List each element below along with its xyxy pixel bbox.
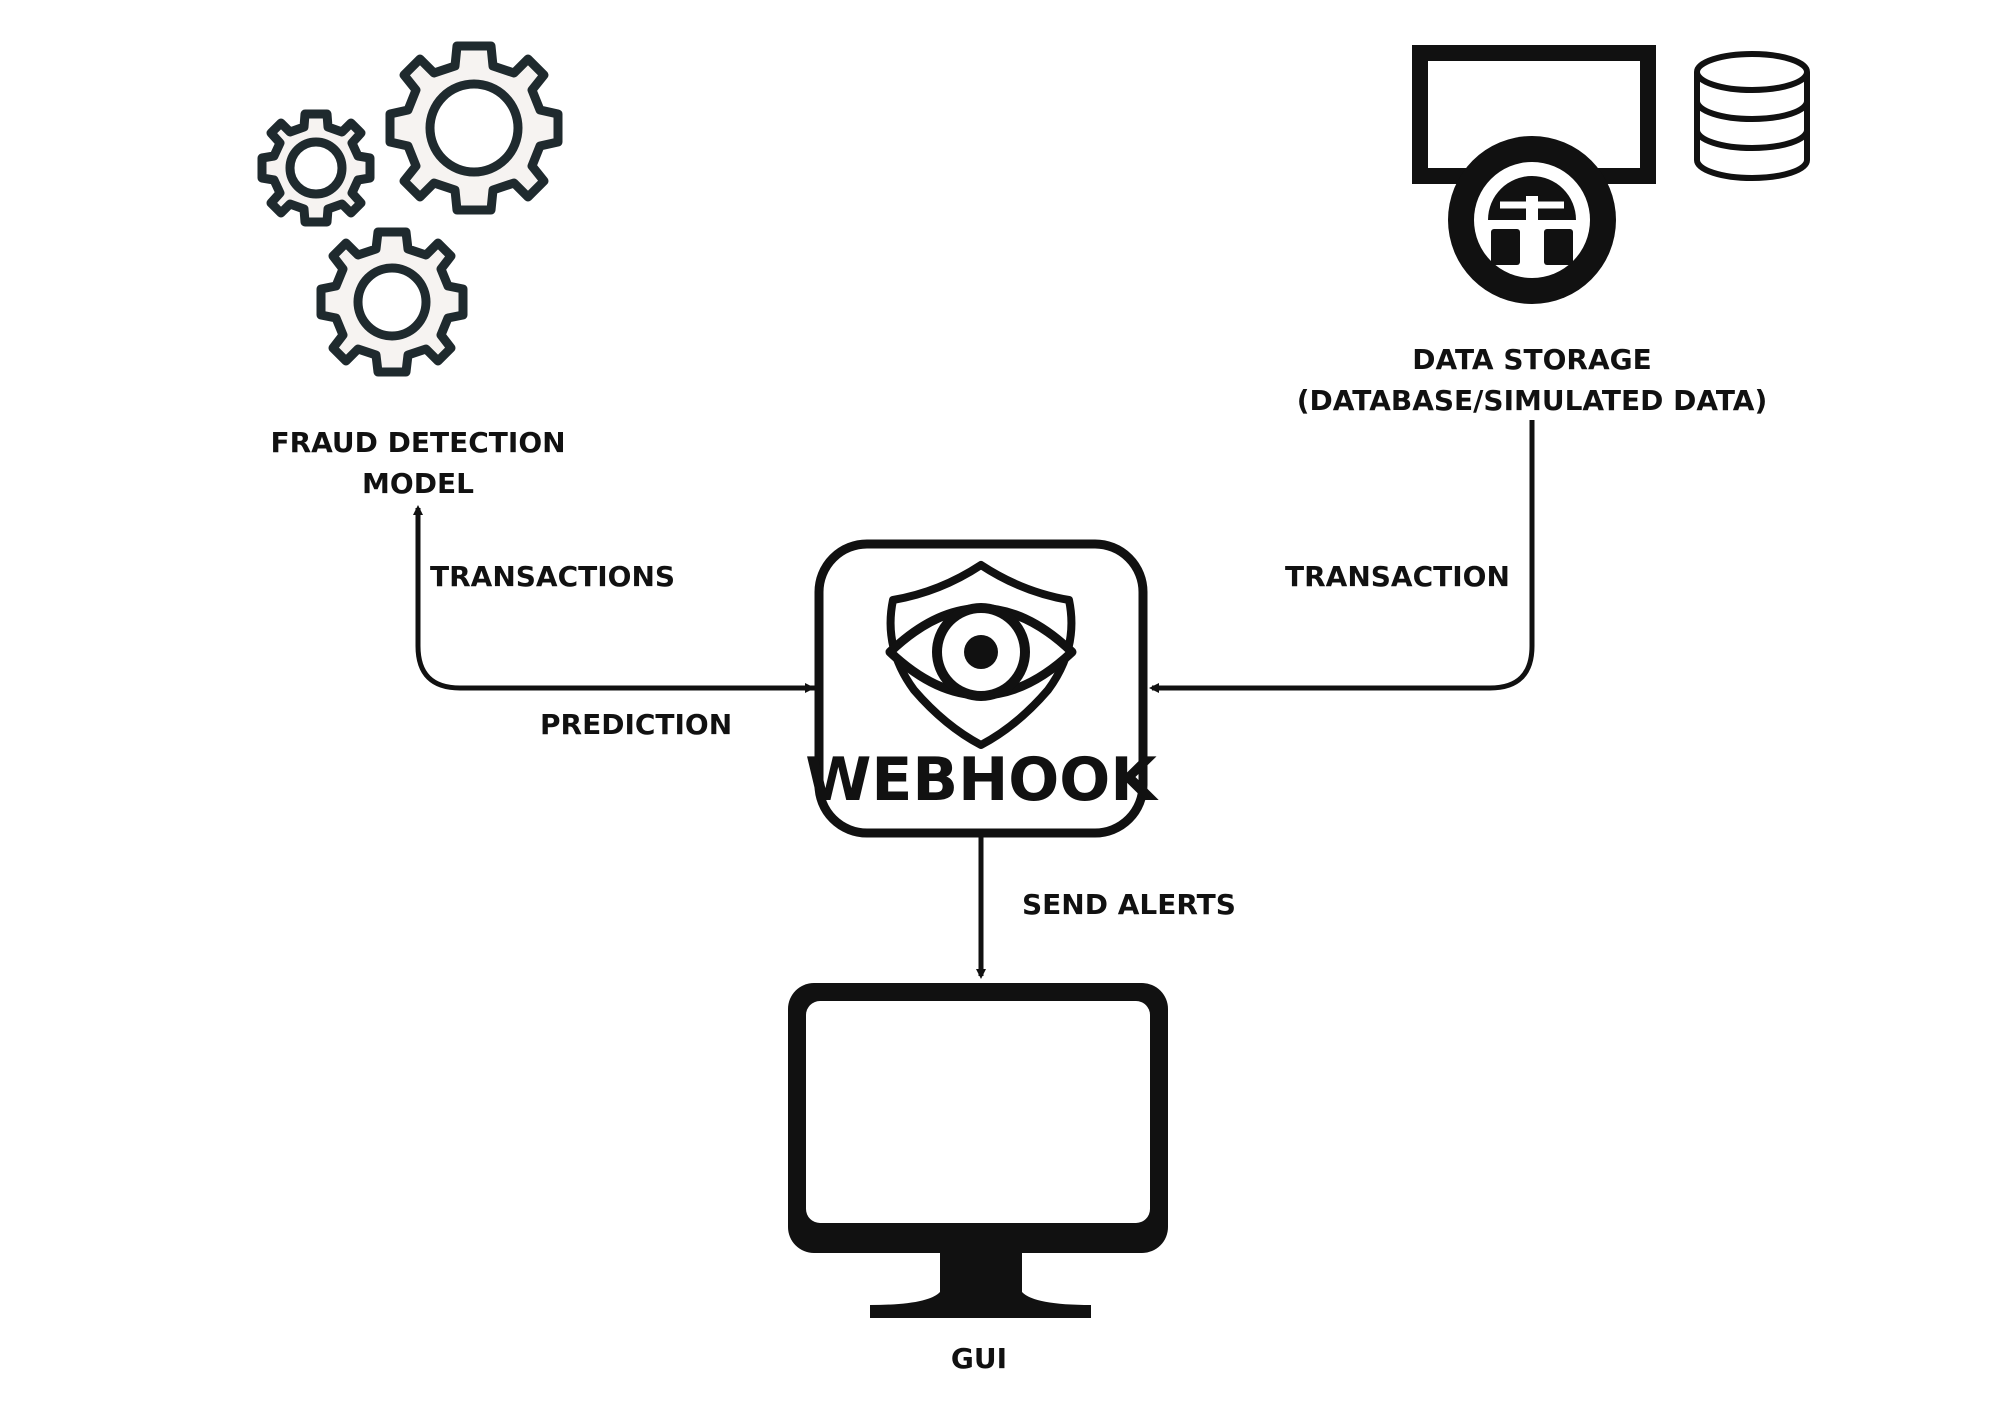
webhook-title: WEBHOOK: [805, 745, 1159, 815]
fraud-model-label-line1: FRAUD DETECTION: [270, 426, 565, 459]
gears-icon: [257, 41, 563, 377]
data-storage-label-line2: (DATABASE/SIMULATED DATA): [1297, 384, 1768, 417]
server-icon: [1412, 45, 1656, 304]
monitor-icon: [788, 983, 1168, 1318]
prediction-edge-label: PREDICTION: [540, 708, 732, 741]
transaction-edge-label: TRANSACTION: [1285, 560, 1510, 593]
transactions-connector: [413, 505, 819, 691]
transaction-connector: [1149, 420, 1535, 693]
database-icon: [1694, 51, 1810, 181]
webhook-node: WEBHOOK: [805, 539, 1159, 838]
transactions-edge-label: TRANSACTIONS: [430, 560, 675, 593]
data-storage-label-line1: DATA STORAGE: [1412, 343, 1652, 376]
send-alerts-edge-label: SEND ALERTS: [1022, 888, 1236, 921]
fraud-model-label-line2: MODEL: [362, 467, 474, 500]
gui-label: GUI: [951, 1342, 1007, 1375]
eye-shield-icon: [885, 561, 1077, 749]
